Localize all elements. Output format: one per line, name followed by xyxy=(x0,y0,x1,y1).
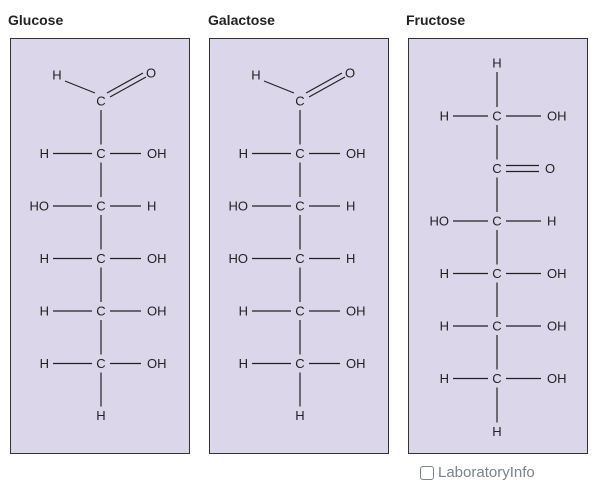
bottom-h-label: H xyxy=(96,408,105,423)
left-substituent: HO xyxy=(430,214,450,229)
aldehyde-h-label: H xyxy=(52,68,61,83)
aldehyde-double-bond-2 xyxy=(308,76,346,98)
left-substituent: HO xyxy=(229,199,249,214)
aldehyde-o-label: O xyxy=(146,66,156,81)
right-substituent: OH xyxy=(547,371,567,386)
carbon-label: C xyxy=(295,199,304,214)
carbon-label: C xyxy=(295,251,304,266)
carbon-label: C xyxy=(492,161,501,176)
glucose-title: Glucose xyxy=(8,12,64,28)
right-substituent: H xyxy=(346,199,355,214)
right-substituent: OH xyxy=(547,266,567,281)
left-substituent: H xyxy=(40,356,49,371)
right-substituent: OH xyxy=(147,146,167,161)
left-substituent: HO xyxy=(229,251,249,266)
right-substituent: OH xyxy=(147,251,167,266)
aldehyde-c-label: C xyxy=(96,94,105,109)
carbon-label: C xyxy=(295,356,304,371)
carbon-label: C xyxy=(492,214,501,229)
top-h-label: H xyxy=(492,56,501,71)
aldehyde-h-label: H xyxy=(251,68,260,83)
left-substituent: H xyxy=(440,109,449,124)
fructose-title: Fructose xyxy=(406,12,466,28)
aldehyde-h-bond xyxy=(263,80,295,94)
carbon-label: C xyxy=(96,304,105,319)
right-substituent: OH xyxy=(346,356,366,371)
left-substituent: HO xyxy=(30,199,50,214)
right-substituent: H xyxy=(547,214,556,229)
aldehyde-double-bond-2 xyxy=(109,76,147,98)
aldehyde-double-bond-1 xyxy=(106,72,144,94)
ketone-o-label: O xyxy=(545,161,555,176)
right-substituent: OH xyxy=(147,304,167,319)
flask-logo-icon xyxy=(420,465,434,480)
left-substituent: H xyxy=(440,319,449,334)
carbon-label: C xyxy=(295,304,304,319)
right-substituent: OH xyxy=(346,146,366,161)
right-substituent: OH xyxy=(147,356,167,371)
carbon-label: C xyxy=(96,356,105,371)
carbon-label: C xyxy=(492,266,501,281)
aldehyde-c-label: C xyxy=(295,94,304,109)
carbon-label: C xyxy=(96,146,105,161)
aldehyde-o-label: O xyxy=(345,66,355,81)
carbon-label: C xyxy=(492,109,501,124)
aldehyde-h-bond xyxy=(64,80,96,94)
left-substituent: H xyxy=(239,304,248,319)
right-substituent: OH xyxy=(547,319,567,334)
right-substituent: OH xyxy=(346,304,366,319)
carbon-label: C xyxy=(295,146,304,161)
left-substituent: H xyxy=(239,356,248,371)
left-substituent: H xyxy=(440,266,449,281)
watermark-text: LaboratoryInfo xyxy=(438,464,535,481)
right-substituent: OH xyxy=(547,109,567,124)
bottom-h-label: H xyxy=(295,408,304,423)
left-substituent: H xyxy=(440,371,449,386)
galactose-title: Galactose xyxy=(208,12,275,28)
carbon-label: C xyxy=(492,319,501,334)
left-substituent: H xyxy=(40,146,49,161)
right-substituent: H xyxy=(147,199,156,214)
bottom-h-label: H xyxy=(492,424,501,439)
carbon-label: C xyxy=(492,371,501,386)
carbon-label: C xyxy=(96,251,105,266)
aldehyde-double-bond-1 xyxy=(305,72,343,94)
left-substituent: H xyxy=(40,251,49,266)
laboratoryinfo-watermark: LaboratoryInfo xyxy=(420,464,535,481)
left-substituent: H xyxy=(40,304,49,319)
left-substituent: H xyxy=(239,146,248,161)
right-substituent: H xyxy=(346,251,355,266)
carbon-label: C xyxy=(96,199,105,214)
